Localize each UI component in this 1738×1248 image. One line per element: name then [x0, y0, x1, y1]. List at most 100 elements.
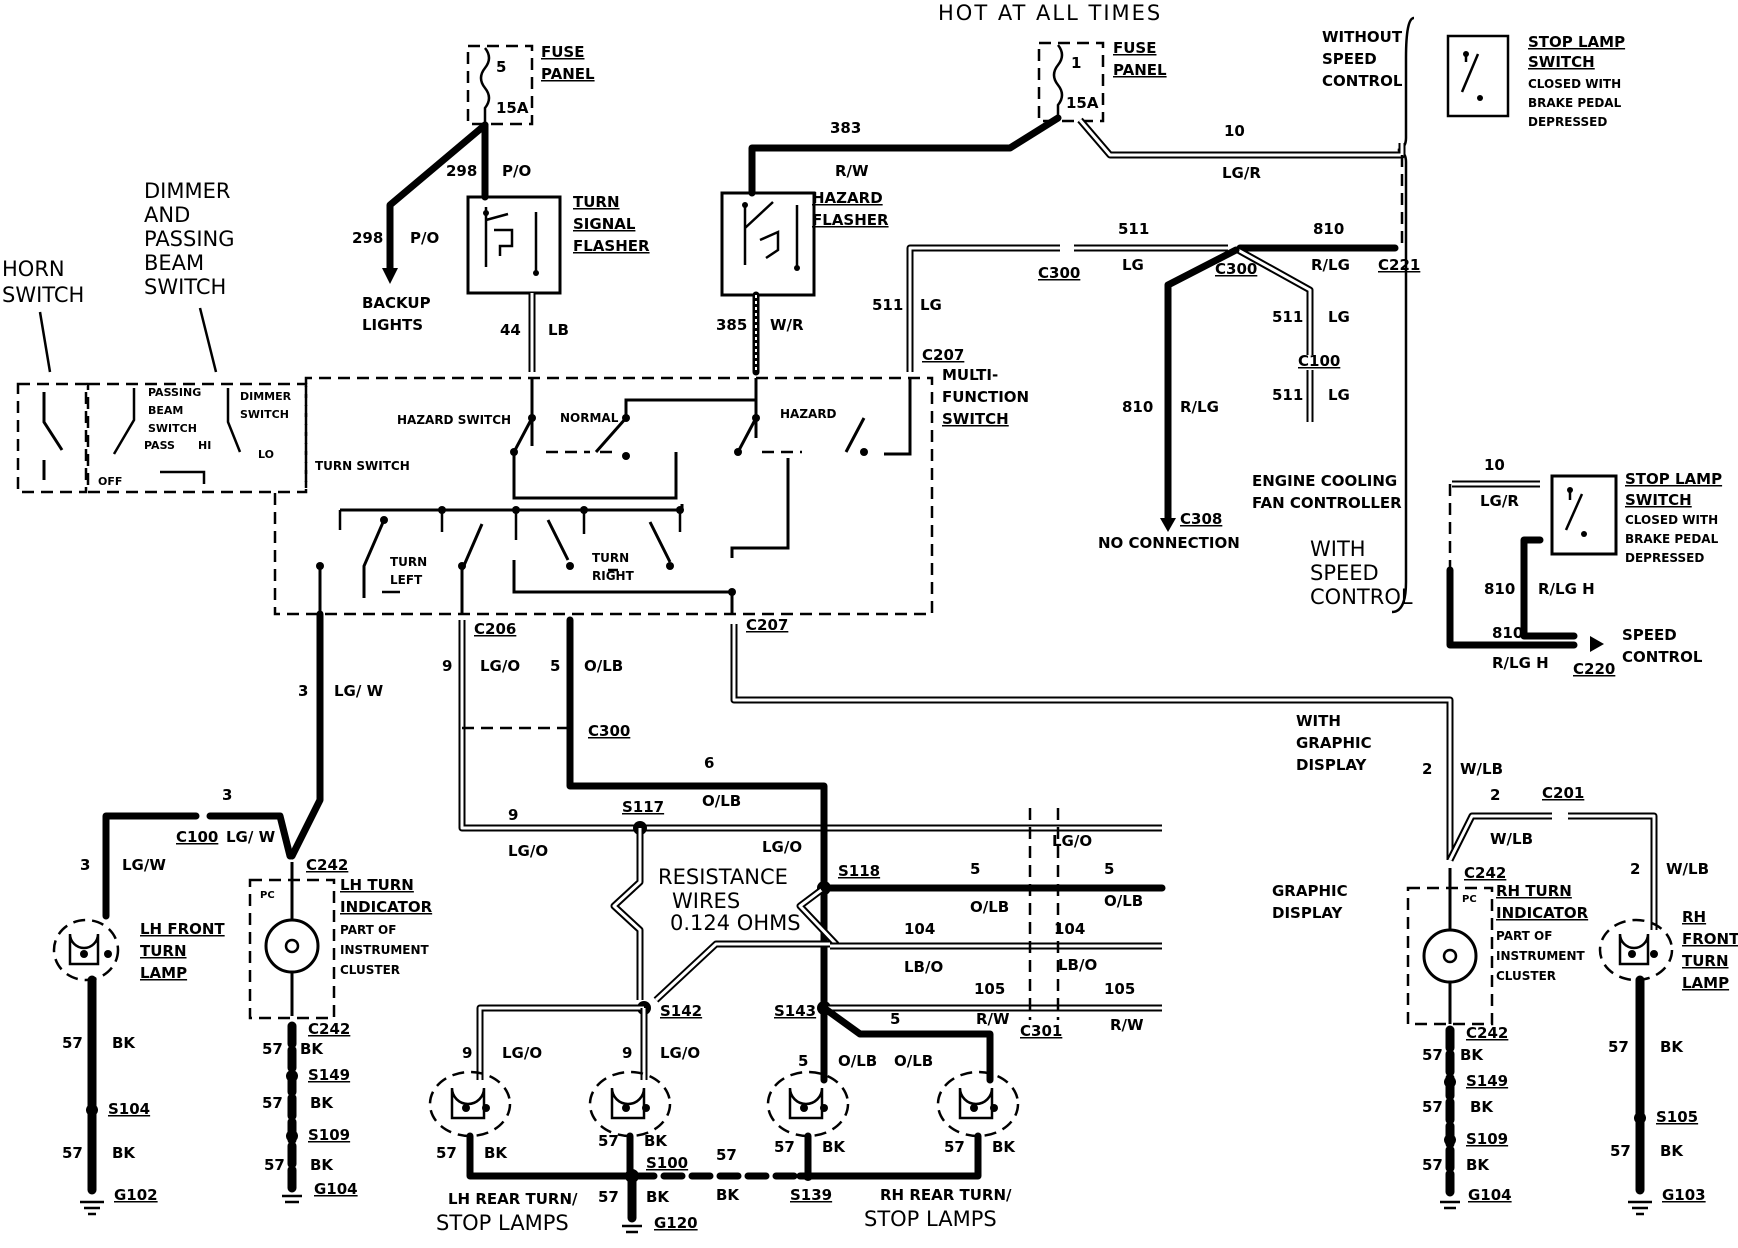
svg-text:INSTRUMENT: INSTRUMENT: [340, 943, 430, 957]
svg-text:C242: C242: [1464, 864, 1506, 882]
stop-lamp-switch-top: STOP LAMP SWITCH CLOSED WITH BRAKE PEDAL…: [1446, 33, 1625, 129]
svg-text:SPEED: SPEED: [1310, 561, 1379, 585]
svg-text:5: 5: [890, 1010, 900, 1028]
svg-text:AND: AND: [144, 203, 190, 227]
svg-text:BRAKE PEDAL: BRAKE PEDAL: [1528, 96, 1622, 110]
svg-text:LB/O: LB/O: [904, 958, 943, 976]
svg-text:BEAM: BEAM: [148, 404, 183, 417]
svg-text:57: 57: [1422, 1156, 1443, 1174]
svg-text:S117: S117: [622, 798, 664, 816]
svg-text:9: 9: [462, 1044, 472, 1062]
svg-text:LH TURN: LH TURN: [340, 876, 414, 894]
svg-text:HORN: HORN: [2, 257, 65, 281]
svg-text:NORMAL: NORMAL: [560, 411, 619, 425]
turn-signal-flasher: TURN SIGNAL FLASHER: [466, 193, 650, 295]
svg-text:LAMP: LAMP: [140, 964, 187, 982]
svg-text:PASS: PASS: [144, 439, 175, 452]
svg-text:DISPLAY: DISPLAY: [1272, 904, 1344, 922]
wire-3-front: [102, 812, 200, 920]
fuse-panel-right: 1 15A FUSE PANEL: [1037, 39, 1167, 123]
svg-text:STOP LAMPS: STOP LAMPS: [436, 1211, 569, 1235]
svg-text:57: 57: [1610, 1142, 1631, 1160]
svg-text:0.124 OHMS: 0.124 OHMS: [670, 911, 801, 935]
fuse-amp-left: 15A: [496, 99, 529, 117]
svg-text:O/LB: O/LB: [838, 1052, 877, 1070]
wire-810-speed-b: [1520, 536, 1578, 640]
svg-text:PC: PC: [260, 890, 275, 901]
svg-text:S143: S143: [774, 1002, 816, 1020]
svg-text:FUNCTION: FUNCTION: [942, 388, 1029, 406]
svg-text:CONTROL: CONTROL: [1622, 648, 1703, 666]
wire-298-backup: [386, 121, 489, 274]
fuse-panel-left: 5 15A FUSE PANEL: [466, 43, 595, 130]
svg-text:810: 810: [1484, 580, 1515, 598]
svg-text:57: 57: [944, 1138, 965, 1156]
svg-text:TURN: TURN: [1682, 952, 1729, 970]
svg-text:9: 9: [622, 1044, 632, 1062]
svg-text:CLUSTER: CLUSTER: [1496, 969, 1556, 983]
svg-text:CLOSED WITH: CLOSED WITH: [1528, 77, 1621, 91]
svg-text:O/LB: O/LB: [702, 792, 741, 810]
svg-text:BK: BK: [310, 1156, 334, 1174]
svg-text:BK: BK: [300, 1040, 324, 1058]
svg-text:5: 5: [1104, 860, 1114, 878]
hazard-flasher: HAZARD FLASHER: [720, 189, 889, 297]
svg-text:57: 57: [262, 1094, 283, 1112]
svg-text:BK: BK: [112, 1144, 136, 1162]
svg-text:BK: BK: [1660, 1038, 1684, 1056]
lh-rear-lamp-1: [428, 1070, 512, 1138]
svg-text:BK: BK: [484, 1144, 508, 1162]
svg-text:HAZARD: HAZARD: [812, 189, 883, 207]
svg-text:RH TURN: RH TURN: [1496, 882, 1572, 900]
svg-text:2: 2: [1422, 760, 1432, 778]
svg-text:STOP LAMP: STOP LAMP: [1528, 33, 1625, 51]
svg-text:RH: RH: [1682, 908, 1706, 926]
svg-text:TURN: TURN: [140, 942, 187, 960]
fuse-panel-right-label-2: PANEL: [1113, 61, 1167, 79]
svg-text:57: 57: [1608, 1038, 1629, 1056]
svg-text:G104: G104: [1468, 1186, 1512, 1204]
svg-text:3: 3: [80, 856, 90, 874]
rh-turn-indicator: PC RH TURN INDICATOR PART OF INSTRUMENT …: [1406, 868, 1589, 1026]
lh-rear-lamp-2: [588, 1070, 672, 1138]
svg-text:LEFT: LEFT: [390, 573, 423, 587]
svg-text:C300: C300: [1215, 260, 1257, 278]
svg-text:TURN: TURN: [390, 555, 427, 569]
svg-text:LG/W: LG/W: [122, 856, 166, 874]
svg-text:LB/O: LB/O: [1058, 956, 1097, 974]
svg-text:MULTI-: MULTI-: [942, 366, 998, 384]
svg-text:R/W: R/W: [976, 1010, 1010, 1028]
svg-text:3: 3: [222, 786, 232, 804]
svg-text:C220: C220: [1573, 660, 1615, 678]
svg-text:W/LB: W/LB: [1460, 760, 1503, 778]
fuse-num-right: 1: [1071, 54, 1081, 72]
svg-text:CONTROL: CONTROL: [1310, 585, 1413, 609]
wire-57-rear-rh: [796, 1132, 982, 1180]
resistance-wire-left: [610, 828, 644, 1000]
lh-front-turn-lamp: LH FRONT TURN LAMP: [52, 918, 225, 982]
svg-text:S118: S118: [838, 862, 880, 880]
svg-text:10: 10: [1224, 122, 1245, 140]
svg-text:5: 5: [550, 657, 560, 675]
svg-text:104: 104: [1054, 920, 1085, 938]
svg-text:C242: C242: [1466, 1024, 1508, 1042]
svg-text:GRAPHIC: GRAPHIC: [1272, 882, 1348, 900]
svg-text:RESISTANCE: RESISTANCE: [658, 865, 788, 889]
svg-text:105: 105: [974, 980, 1005, 998]
svg-text:C201: C201: [1542, 784, 1584, 802]
svg-text:C242: C242: [308, 1020, 350, 1038]
svg-text:WIRES: WIRES: [672, 889, 740, 913]
svg-text:INDICATOR: INDICATOR: [1496, 904, 1589, 922]
fuse-panel-right-label-1: FUSE: [1113, 39, 1156, 57]
no-connection-label: NO CONNECTION: [1098, 534, 1240, 552]
svg-text:LG/O: LG/O: [508, 842, 548, 860]
svg-text:CONTROL: CONTROL: [1322, 72, 1403, 90]
svg-text:SWITCH: SWITCH: [1625, 491, 1692, 509]
wire-57-rear-lh: [466, 1132, 634, 1180]
svg-text:BK: BK: [1660, 1142, 1684, 1160]
svg-text:810: 810: [1492, 624, 1523, 642]
svg-text:LG/ W: LG/ W: [226, 828, 276, 846]
svg-text:57: 57: [62, 1034, 83, 1052]
svg-text:BK: BK: [644, 1132, 668, 1150]
